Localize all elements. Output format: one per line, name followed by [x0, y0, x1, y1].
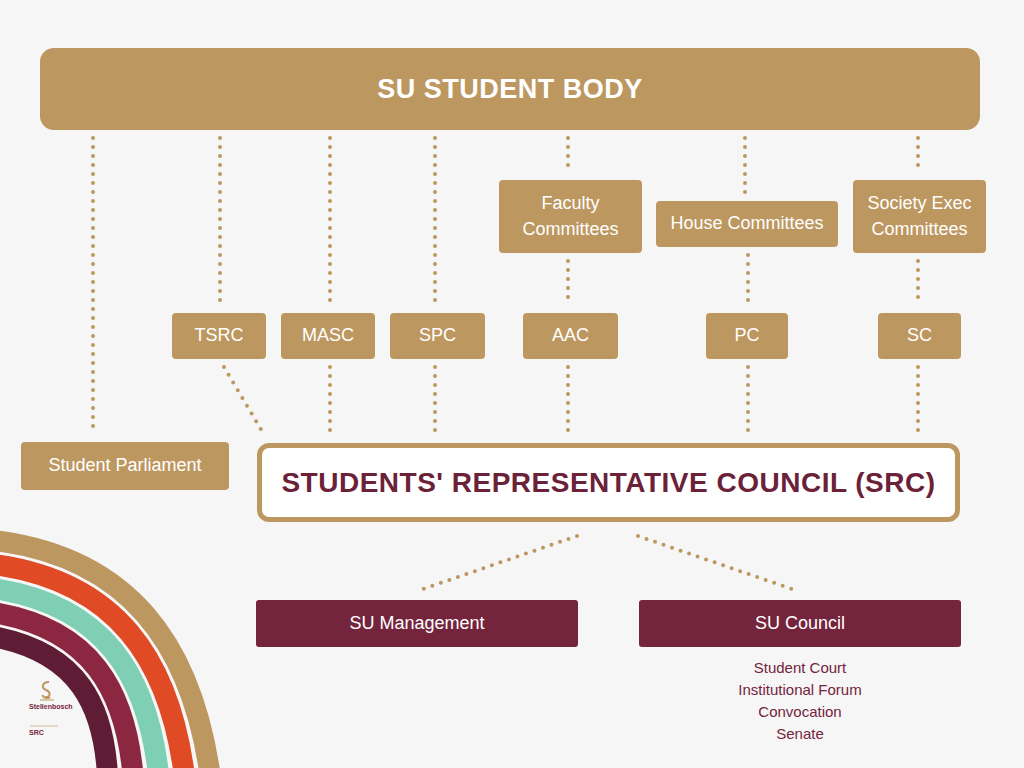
wave-band [0, 540, 212, 768]
dotted-connector [433, 138, 437, 305]
committee-box: Society Exec Committees [853, 180, 986, 253]
committee-box: House Committees [656, 201, 838, 247]
dotted-connector [566, 138, 570, 172]
dotted-connector [916, 138, 920, 172]
council-box: PC [706, 313, 788, 359]
node-text: SPC [419, 323, 456, 348]
dotted-connector [328, 367, 332, 431]
node-text: Faculty Committees [507, 191, 634, 241]
wave-band [0, 564, 186, 768]
dotted-connector [746, 255, 750, 305]
node-text: SU STUDENT BODY [377, 74, 643, 105]
council-box: SC [878, 313, 961, 359]
header-bar: SU STUDENT BODY [40, 48, 980, 130]
council-box: SPC [390, 313, 485, 359]
node-text: AAC [552, 323, 589, 348]
council-box: MASC [281, 313, 375, 359]
council-box: TSRC [172, 313, 266, 359]
dotted-connector [433, 367, 437, 431]
node-text: Student Parliament [48, 453, 201, 478]
logo-text: Stellenbosch [29, 703, 73, 710]
node-text: House Committees [670, 211, 823, 236]
node-text: TSRC [195, 323, 244, 348]
dotted-connector [746, 367, 750, 431]
dotted-connector [638, 536, 795, 590]
logo-emblem [40, 682, 54, 700]
council-box: SU Council [639, 600, 961, 647]
node-text: SU Council [755, 613, 845, 634]
node-text: PC [734, 323, 759, 348]
management-box: SU Management [256, 600, 578, 647]
logo-rule [30, 726, 58, 727]
dotted-connector [916, 261, 920, 305]
wave-band [0, 636, 108, 768]
dotted-connector [218, 138, 222, 305]
dotted-connector [328, 138, 332, 305]
member-item: Convocation [758, 703, 841, 720]
node-text: SC [907, 323, 932, 348]
committee-box: Faculty Committees [499, 180, 642, 253]
member-item: Senate [776, 725, 824, 742]
dotted-connector [916, 367, 920, 431]
logo-text: SRC [29, 729, 44, 736]
node-text: MASC [302, 323, 354, 348]
wave-band [0, 612, 134, 768]
parliament-box: Student Parliament [21, 442, 229, 490]
council-box: AAC [523, 313, 618, 359]
member-item: Student Court [754, 659, 847, 676]
member-item: Institutional Forum [738, 681, 861, 698]
wave-band [0, 588, 160, 768]
node-text: SU Management [349, 613, 484, 634]
dotted-connector [224, 367, 262, 431]
dotted-connector [91, 138, 95, 434]
wave-bands [0, 540, 212, 768]
dotted-connector [743, 138, 747, 193]
node-text: Society Exec Committees [861, 191, 978, 241]
dotted-connector [420, 536, 577, 590]
dotted-connector [566, 261, 570, 305]
src-box: STUDENTS' REPRESENTATIVE COUNCIL (SRC) [257, 443, 960, 522]
dotted-connector [566, 367, 570, 431]
node-text: STUDENTS' REPRESENTATIVE COUNCIL (SRC) [281, 467, 935, 499]
